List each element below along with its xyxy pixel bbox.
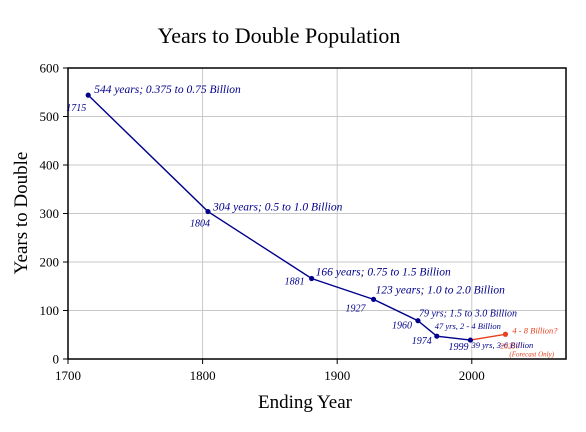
data-point (309, 275, 315, 282)
point-annotation: 123 years; 1.0 to 2.0 Billion (376, 284, 506, 296)
point-annotation: 79 yrs; 1.5 to 3.0 Billion (419, 309, 517, 320)
x-tick-label: 1900 (324, 368, 350, 383)
data-point (434, 333, 440, 339)
data-point (205, 208, 211, 215)
x-tick-label: 1800 (190, 368, 216, 383)
x-tick-label: 1700 (55, 368, 81, 383)
y-tick-label: 200 (40, 255, 60, 270)
y-tick-label: 600 (40, 61, 60, 76)
point-annotation: 304 years; 0.5 to 1.0 Billion (212, 202, 343, 214)
forecast-annotation: 4 - 8 Billion? (512, 325, 558, 335)
point-annotation: 166 years; 0.75 to 1.5 Billion (316, 266, 451, 278)
year-label: 1715 (66, 103, 86, 114)
year-label: 1881 (285, 276, 305, 287)
point-annotation: 47 yrs, 2 - 4 Billion (435, 321, 501, 331)
data-point (502, 331, 509, 337)
year-label: 1999 (448, 342, 468, 353)
y-tick-label: 500 (40, 109, 60, 124)
y-tick-label: 300 (40, 206, 60, 221)
ticks: 1700 1800 1900 2000 0 100 200 300 400 500 600 (40, 61, 485, 384)
year-label: 1960 (392, 321, 412, 332)
grid (68, 68, 566, 359)
forecast-line (470, 333, 506, 341)
y-tick-label: 100 (40, 303, 60, 318)
year-label: 1804 (190, 219, 210, 230)
point-annotation: 544 years; 0.375 to 0.75 Billion (94, 84, 241, 96)
year-label: 1927 (346, 303, 367, 314)
point-annotation: 39 yrs, 3-6 Billion (470, 340, 533, 350)
x-tick-label: 2000 (459, 368, 485, 383)
y-axis-title: Years to Double (11, 152, 32, 275)
data-point (467, 337, 474, 343)
x-axis-title: Ending Year (258, 392, 353, 413)
y-tick-label: 0 (53, 352, 60, 367)
data-point (415, 318, 421, 324)
forecast-note: (Forecast Only) (509, 350, 554, 358)
series (85, 92, 509, 343)
forecast-year-label: 2025? (500, 341, 519, 350)
y-tick-label: 400 (40, 158, 60, 173)
data-point (370, 296, 377, 302)
labels: 1715 544 years; 0.375 to 0.75 Billion 1804… (66, 84, 558, 358)
chart-title: Years to Double Population (158, 23, 401, 48)
data-point (85, 92, 91, 98)
year-label: 1974 (412, 336, 432, 347)
series-line (87, 94, 471, 341)
